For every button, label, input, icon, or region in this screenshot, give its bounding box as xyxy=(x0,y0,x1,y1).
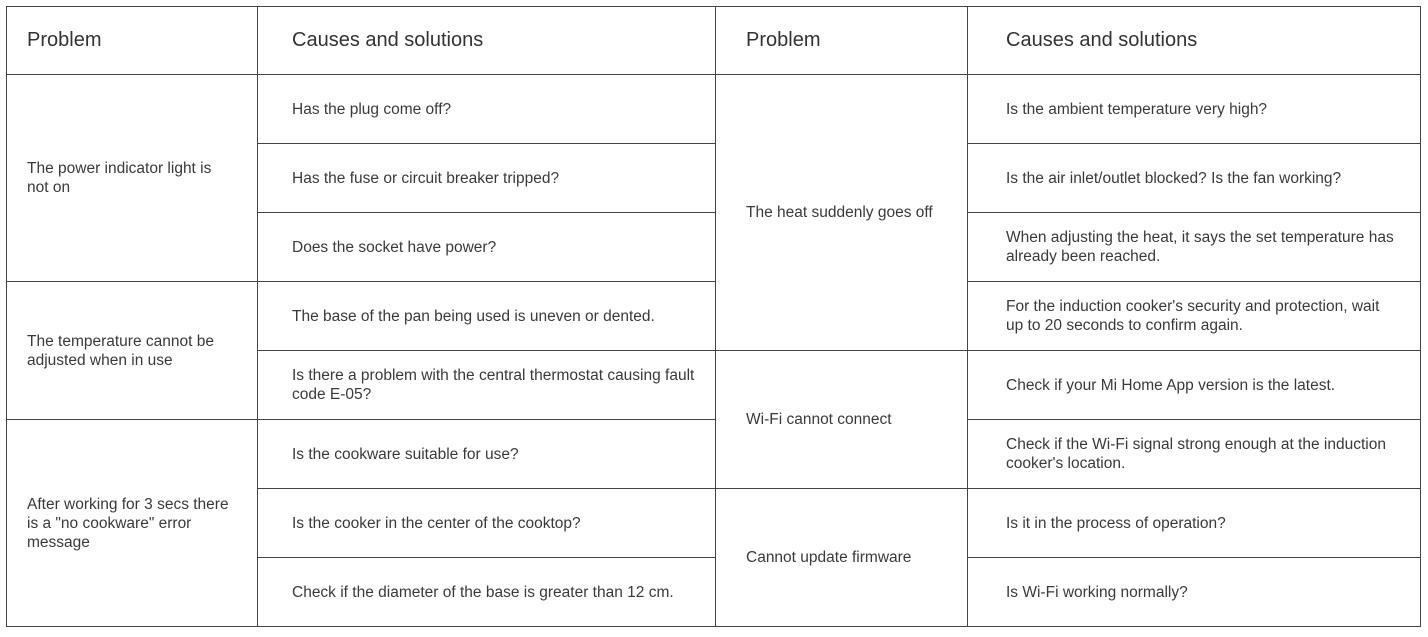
troubleshooting-table: Problem Causes and solutions Problem Cau… xyxy=(6,6,1421,627)
table-row: Check if the diameter of the base is gre… xyxy=(7,557,1421,627)
table-row: Does the socket have power? When adjusti… xyxy=(7,212,1421,282)
problem-cell: The temperature cannot be adjusted when … xyxy=(6,281,258,420)
cause-cell: Is the ambient temperature very high? xyxy=(967,74,1421,144)
table-row: Is there a problem with the central ther… xyxy=(7,350,1421,489)
right-problem-header: Problem xyxy=(715,6,968,75)
cause-cell: Is it in the process of operation? xyxy=(967,488,1421,558)
cause-cell: Is Wi-Fi working normally? xyxy=(967,557,1421,627)
table-row: The temperature cannot be adjusted when … xyxy=(6,281,1421,420)
cause-cell: The base of the pan being used is uneven… xyxy=(257,281,716,351)
cause-cell: Is the air inlet/outlet blocked? Is the … xyxy=(967,143,1421,213)
left-problem-header: Problem xyxy=(6,6,258,75)
table-row: The power indicator light is not on Has … xyxy=(6,74,1421,351)
cause-cell: When adjusting the heat, it says the set… xyxy=(967,212,1421,282)
problem-cell: The heat suddenly goes off xyxy=(715,74,968,351)
cause-cell: Has the fuse or circuit breaker tripped? xyxy=(257,143,716,213)
header-row: Problem Causes and solutions Problem Cau… xyxy=(6,6,1421,75)
table-row: Is the cooker in the center of the cookt… xyxy=(7,488,1421,627)
cause-cell: For the induction cooker's security and … xyxy=(967,281,1421,351)
problem-cell: The power indicator light is not on xyxy=(6,74,258,282)
cause-cell: Does the socket have power? xyxy=(257,212,716,282)
table-row: Has the fuse or circuit breaker tripped?… xyxy=(7,143,1421,213)
table-row: After working for 3 secs there is a "no … xyxy=(6,419,1421,627)
right-causes-header: Causes and solutions xyxy=(967,6,1421,75)
cause-cell: Has the plug come off? xyxy=(257,74,716,144)
cause-cell: Is the cookware suitable for use? xyxy=(257,419,716,489)
cause-cell: Check if the diameter of the base is gre… xyxy=(257,557,716,627)
problem-cell: Wi-Fi cannot connect xyxy=(715,350,968,489)
left-causes-header: Causes and solutions xyxy=(257,6,716,75)
problem-cell: Cannot update firmware xyxy=(715,488,968,627)
cause-cell: Is there a problem with the central ther… xyxy=(257,350,716,420)
cause-cell: Is the cooker in the center of the cookt… xyxy=(257,488,716,558)
problem-cell: After working for 3 secs there is a "no … xyxy=(6,419,258,627)
cause-cell: Check if your Mi Home App version is the… xyxy=(967,350,1421,420)
cause-cell: Check if the Wi-Fi signal strong enough … xyxy=(967,419,1421,489)
